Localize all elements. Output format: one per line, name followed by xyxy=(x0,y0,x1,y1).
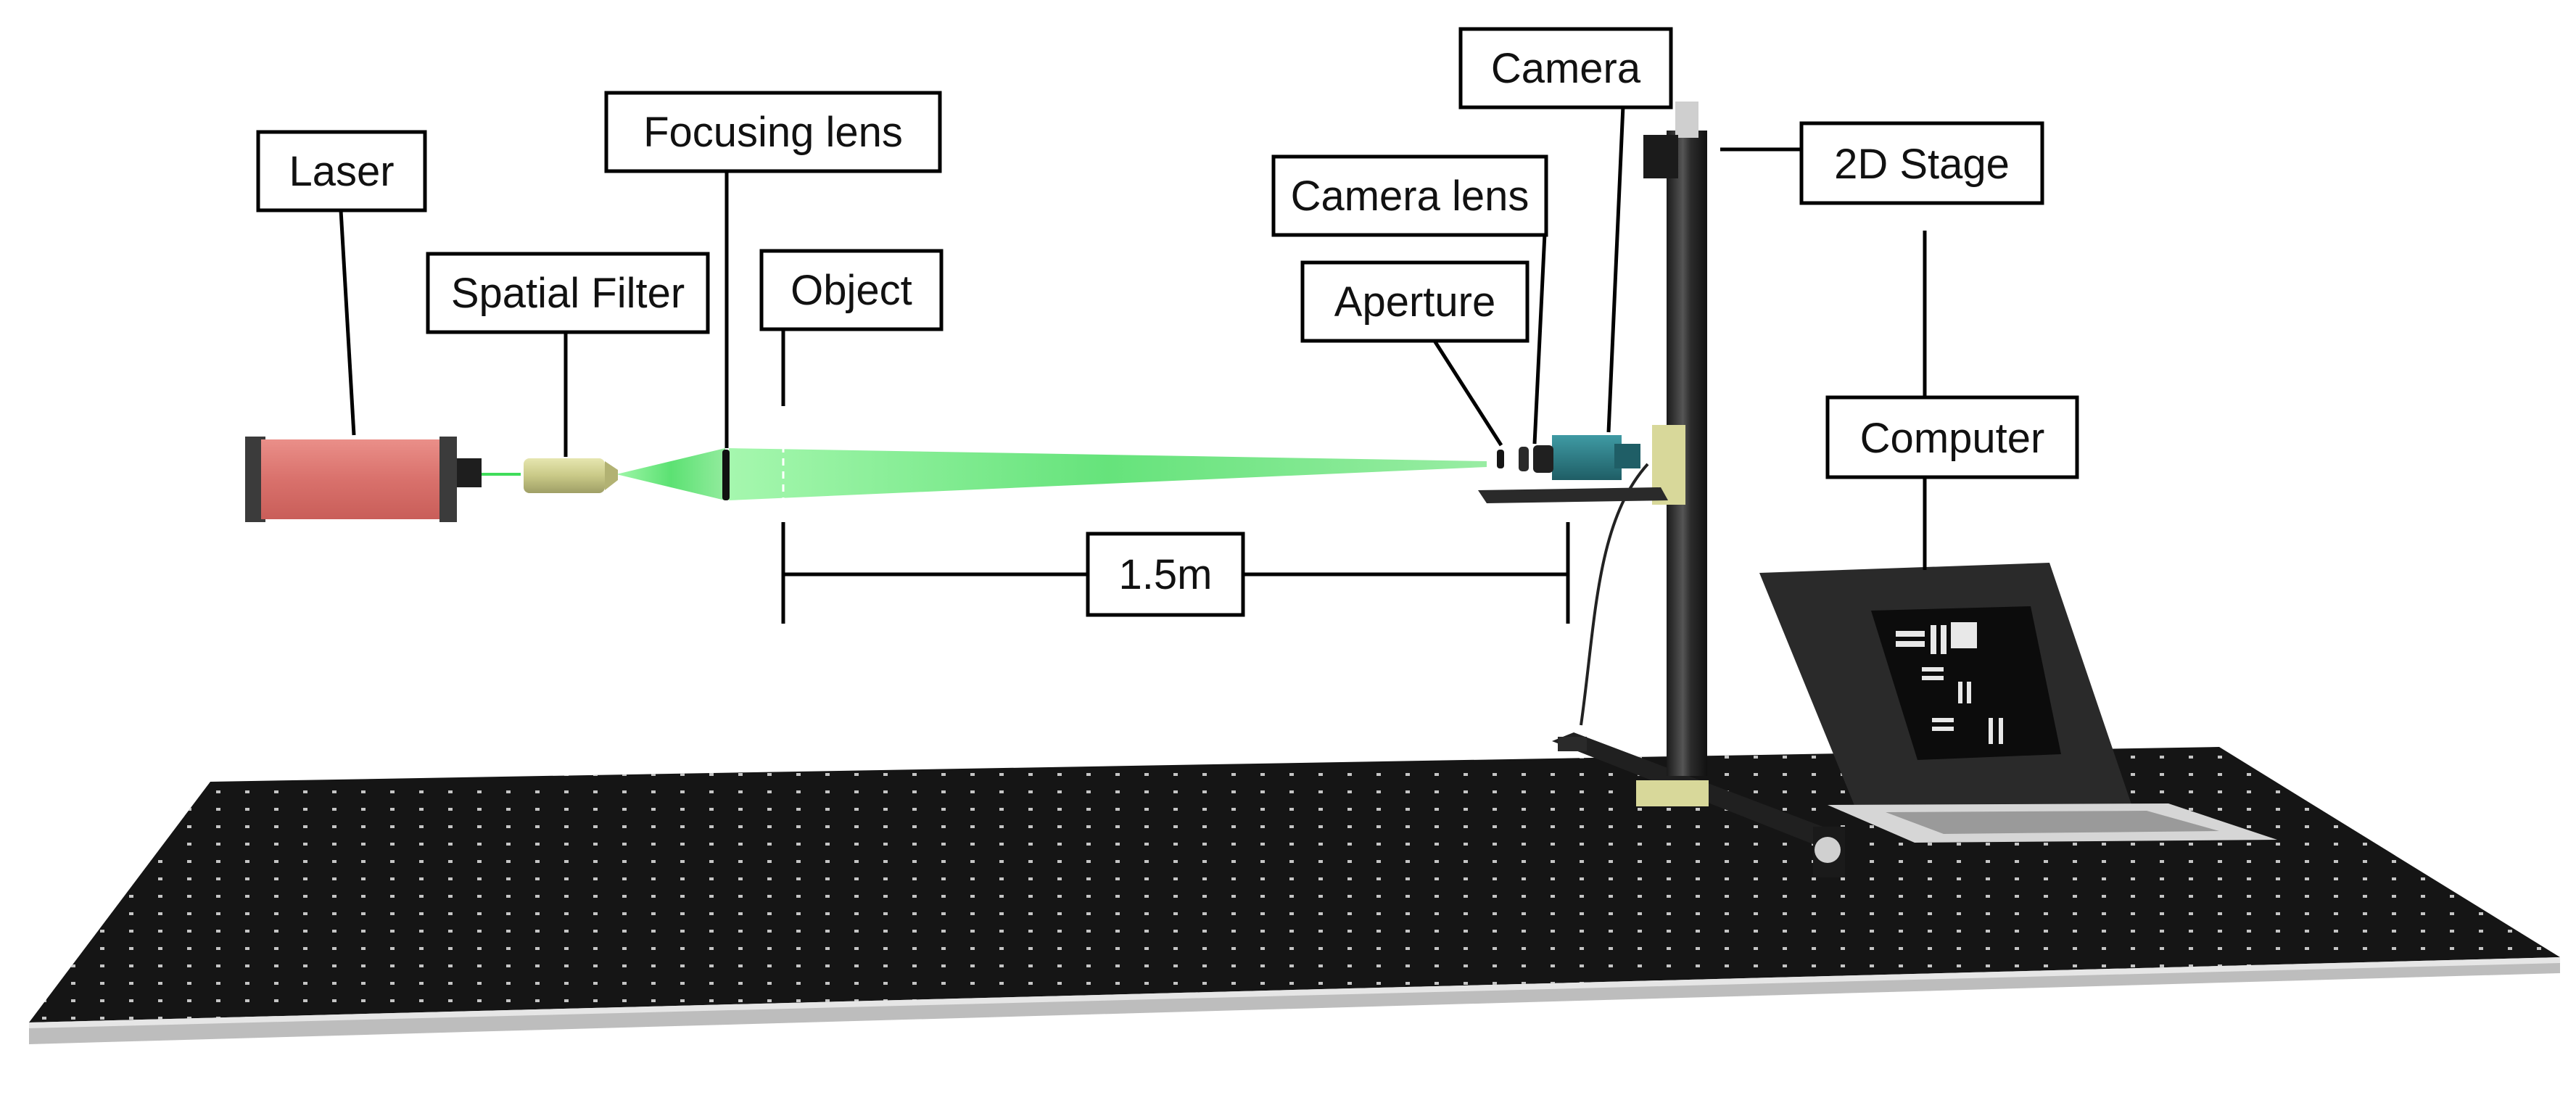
label-aperture: Aperture xyxy=(1300,260,1530,343)
svg-text:Aperture: Aperture xyxy=(1334,278,1495,326)
resolution-target-icon xyxy=(1896,622,2003,744)
label-camera-lens: Camera lens xyxy=(1271,154,1548,237)
svg-text:Focusing lens: Focusing lens xyxy=(643,109,903,156)
linear-stage-icon xyxy=(1552,102,1845,877)
svg-text:2D Stage: 2D Stage xyxy=(1834,141,2010,188)
camera-icon xyxy=(1478,435,1668,503)
label-focusing-lens: Focusing lens xyxy=(604,91,942,173)
label-spatial-filter: Spatial Filter xyxy=(426,252,710,334)
distance-label: 1.5m xyxy=(1119,551,1213,598)
laser-source-icon xyxy=(245,437,482,522)
label-computer: Computer xyxy=(1825,395,2079,479)
svg-text:Object: Object xyxy=(790,267,912,314)
distance-dimension: 1.5m xyxy=(781,522,1570,624)
svg-text:Laser: Laser xyxy=(289,148,394,195)
svg-text:Camera: Camera xyxy=(1491,45,1641,92)
svg-text:Camera lens: Camera lens xyxy=(1291,173,1530,220)
lens-icon xyxy=(722,450,730,500)
optical-table-icon xyxy=(29,747,2560,1044)
label-laser: Laser xyxy=(256,130,427,212)
svg-text:Spatial Filter: Spatial Filter xyxy=(451,270,685,317)
label-camera: Camera xyxy=(1458,27,1673,110)
laptop-icon xyxy=(1759,563,2277,843)
label-2d-stage: 2D Stage xyxy=(1799,121,2044,205)
svg-text:Computer: Computer xyxy=(1860,415,2045,462)
label-object: Object xyxy=(759,249,944,331)
spatial-filter-icon xyxy=(524,458,618,493)
